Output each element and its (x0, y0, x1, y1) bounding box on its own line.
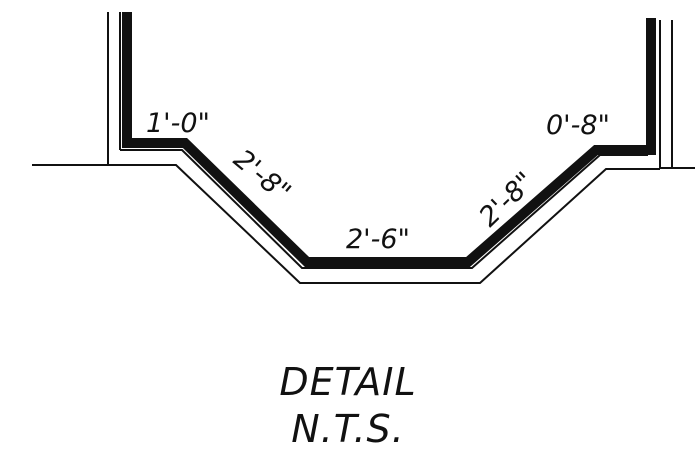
channel-liner (122, 12, 656, 267)
caption-title: DETAIL (279, 360, 416, 404)
dim-bottom: 2'-6" (346, 224, 410, 255)
dim-right-ledge: 0'-8" (546, 110, 610, 141)
caption-scale-note: N.T.S. (291, 407, 405, 451)
channel-outline-outer (108, 164, 660, 284)
left-wall (107, 12, 121, 165)
right-wall (659, 20, 673, 168)
dim-left-ledge: 1'-0" (146, 108, 210, 139)
